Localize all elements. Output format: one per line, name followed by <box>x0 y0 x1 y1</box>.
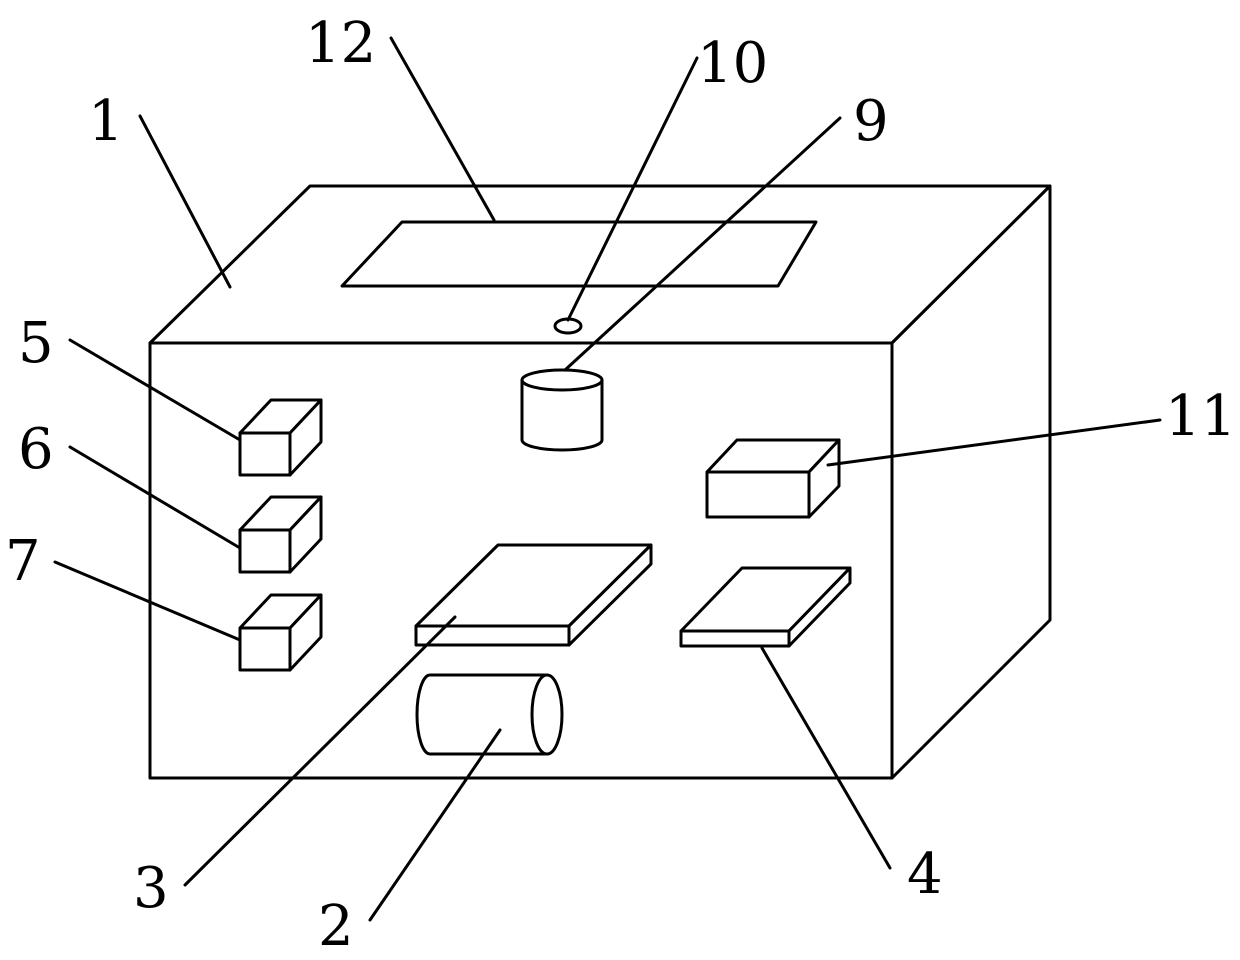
box-right-front <box>707 472 809 517</box>
top-panel <box>342 222 816 286</box>
box-lower-left-front <box>240 628 290 670</box>
leader-line-1 <box>140 116 230 287</box>
label-11: 11 <box>1165 384 1236 449</box>
label-9: 9 <box>853 89 889 154</box>
label-12: 12 <box>305 11 376 76</box>
vertical-cylinder-top <box>522 370 602 390</box>
plate-right-front <box>681 631 789 646</box>
horizontal-cylinder-body <box>417 675 547 754</box>
box-middle-left-front <box>240 530 290 572</box>
label-4: 4 <box>907 842 943 907</box>
label-5: 5 <box>18 311 54 376</box>
horizontal-cylinder-end <box>532 675 562 754</box>
plate-center-front <box>416 626 569 645</box>
label-10: 10 <box>697 31 768 96</box>
box-upper-left-front <box>240 433 290 475</box>
label-7: 7 <box>5 529 41 594</box>
vertical-cylinder <box>522 370 602 450</box>
label-3: 3 <box>133 856 169 921</box>
label-1: 1 <box>88 89 124 154</box>
box-right <box>707 440 839 517</box>
horizontal-cylinder <box>417 675 562 754</box>
label-6: 6 <box>18 417 54 482</box>
label-2: 2 <box>318 894 354 955</box>
